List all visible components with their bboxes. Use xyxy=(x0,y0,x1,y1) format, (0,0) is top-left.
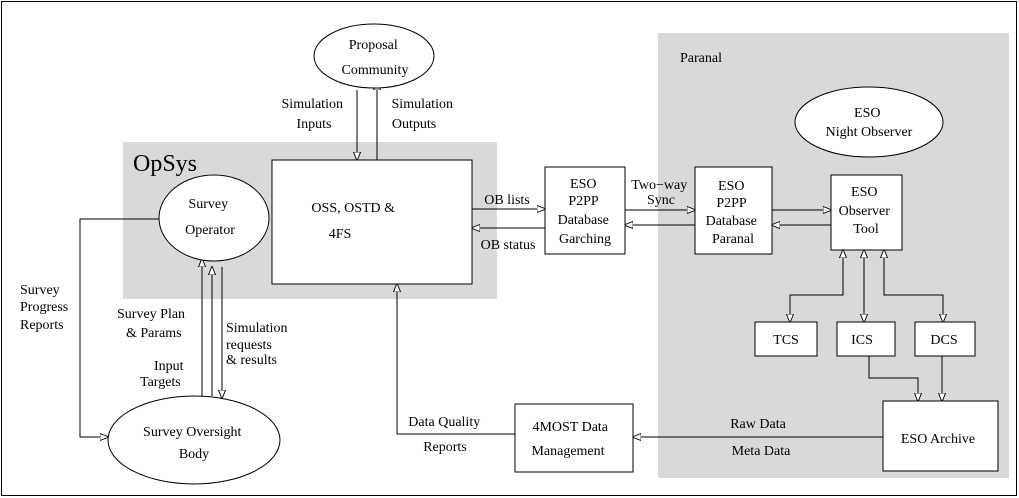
tcs-label: TCS xyxy=(773,333,799,348)
observer-tool-node xyxy=(830,174,903,251)
proposal-community-node xyxy=(313,23,435,89)
eso-archive-node xyxy=(882,400,999,472)
ics-node xyxy=(836,321,896,357)
survey-operator-node xyxy=(158,174,270,262)
oss-node xyxy=(271,159,473,285)
ics-archive-arrow xyxy=(868,356,918,401)
survey-oversight-label: Survey Oversight Body xyxy=(143,425,245,462)
observer-tool-label: ESO Observer Tool xyxy=(839,185,894,237)
paranal-region-label: Paranal xyxy=(680,51,722,66)
p2pp-garching-label: ESO P2PP Database Garching xyxy=(558,177,613,247)
two-way-sync-label: Two−way Sync xyxy=(631,178,690,208)
ics-label: ICS xyxy=(851,333,873,348)
dcs-node xyxy=(914,321,976,357)
input-targets-label: Input Targets xyxy=(140,359,187,390)
data-management-label: 4MOST Data Management xyxy=(531,420,611,459)
ob-status-label: OB status xyxy=(481,238,536,253)
night-observer-label: ESO Night Observer xyxy=(826,106,913,140)
tool-dcs-connector xyxy=(884,250,943,322)
opsys-region-label: OpSys xyxy=(133,151,197,177)
survey-operator-label: Survey Operator xyxy=(185,197,235,238)
oss-label: OSS, OSTD & 4FS xyxy=(311,201,398,242)
survey-plan-label: Survey Plan & Params xyxy=(117,307,189,341)
raw-data-label: Raw Data xyxy=(730,417,786,432)
survey-progress-label: Survey Progress Reports xyxy=(20,283,72,333)
ob-lists-label: OB lists xyxy=(484,193,530,208)
data-quality-label: Data Quality Reports xyxy=(408,415,483,455)
proposal-community-label: Proposal Community xyxy=(342,38,409,78)
p2pp-paranal-label: ESO P2PP Database Paranal xyxy=(706,179,761,247)
simulation-inputs-label: Simulation Inputs xyxy=(282,97,347,132)
night-observer-node xyxy=(794,86,944,158)
data-quality-arrow xyxy=(397,284,515,435)
simulation-requests-label: Simulation requests & results xyxy=(226,321,291,368)
p2pp-garching-node xyxy=(544,166,626,255)
data-management-node xyxy=(514,403,634,473)
meta-data-label: Meta Data xyxy=(732,444,791,459)
survey-progress-arrow xyxy=(79,218,160,437)
eso-archive-label: ESO Archive xyxy=(901,432,975,447)
tool-tcs-connector xyxy=(790,250,843,322)
dcs-label: DCS xyxy=(930,333,957,348)
survey-oversight-node xyxy=(107,395,281,485)
simulation-outputs-label: Simulation Outputs xyxy=(392,97,457,132)
tcs-node xyxy=(754,321,818,357)
p2pp-paranal-node xyxy=(694,166,773,255)
